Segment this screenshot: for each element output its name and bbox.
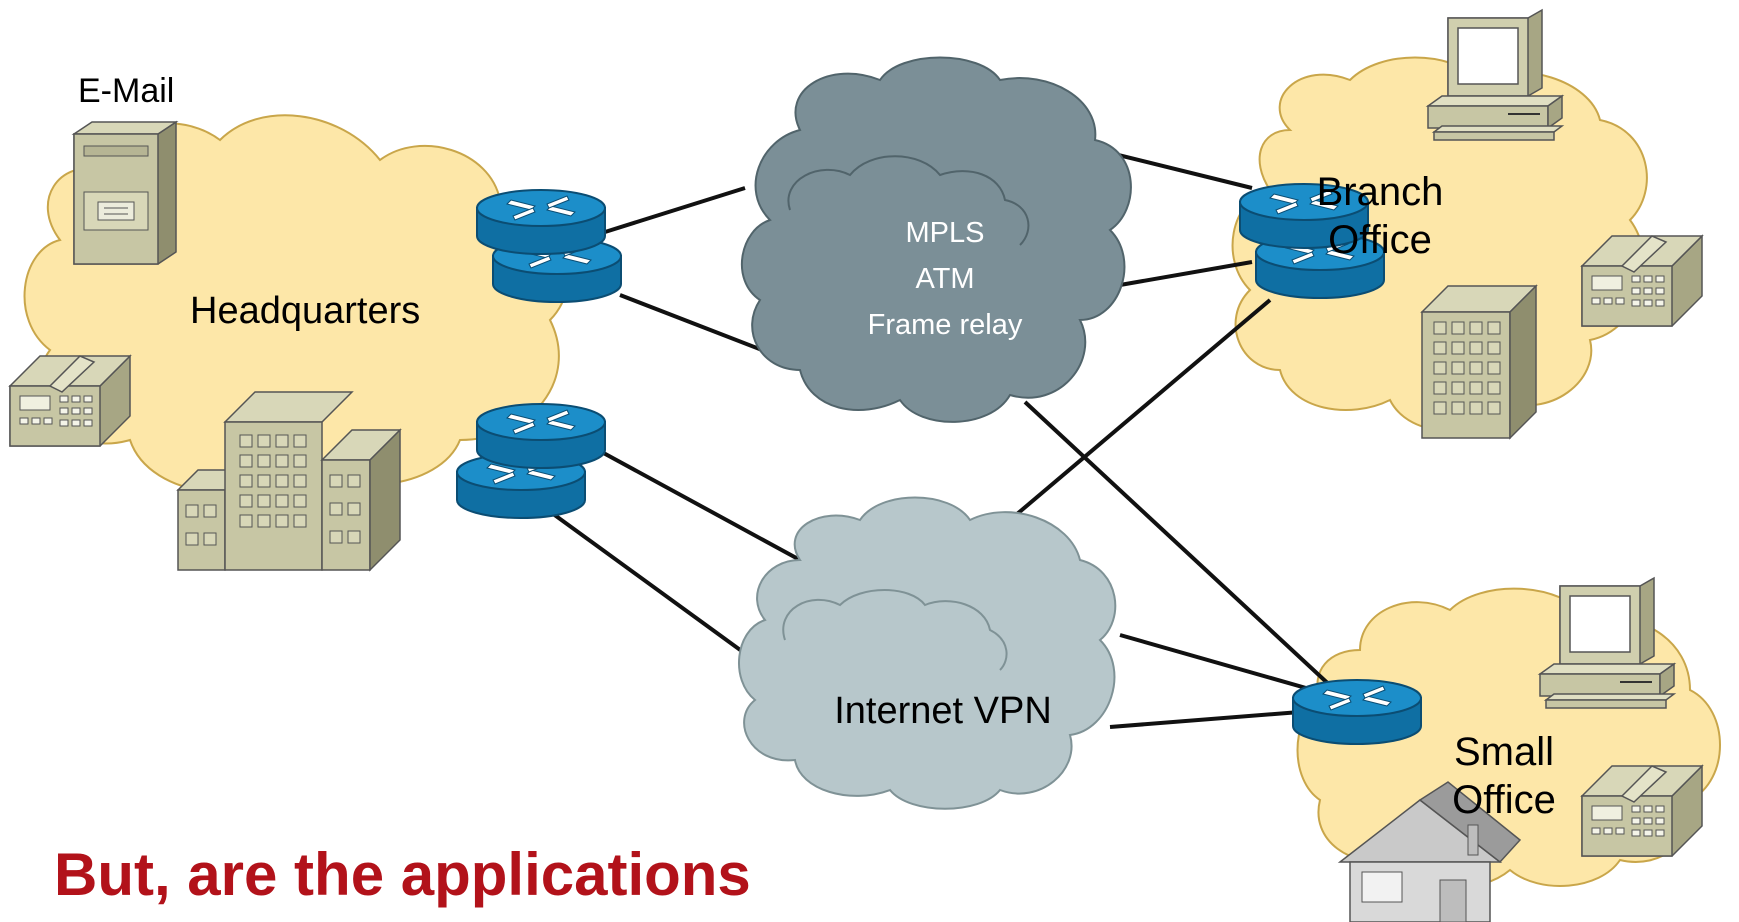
internet-vpn-label: Internet VPN — [834, 690, 1052, 732]
computer-icon — [1539, 577, 1675, 709]
branch-office-label: Branch Office — [1280, 168, 1480, 264]
branch-office-label-line1: Branch — [1316, 170, 1444, 214]
slide-headline: But, are the applications — [54, 841, 751, 908]
wan-label-frame-relay: Frame relay — [867, 309, 1023, 341]
small-office-label-line2: Office — [1452, 778, 1556, 822]
phone-icon — [9, 355, 131, 447]
wan-label-atm: ATM — [915, 263, 975, 295]
branch-office-label-line2: Office — [1328, 218, 1432, 262]
router-icon — [1292, 679, 1422, 745]
small-office-label: Small Office — [1404, 728, 1604, 824]
wan-label-mpls: MPLS — [905, 217, 985, 249]
internet-vpn-cloud — [738, 496, 1117, 810]
router-icon — [476, 403, 606, 469]
email-server-label: E-Mail — [78, 72, 175, 110]
house-icon — [1337, 781, 1522, 922]
router-icon — [476, 189, 606, 255]
links — [543, 148, 1337, 729]
server-icon — [71, 120, 179, 265]
phone-icon — [1581, 235, 1703, 327]
small-office-label-line1: Small — [1453, 730, 1555, 774]
building-icon — [1420, 284, 1538, 440]
building-icon — [176, 391, 402, 572]
headquarters-label: Headquarters — [190, 290, 421, 332]
wan-cloud — [741, 56, 1132, 423]
wan-cloud-label: MPLS ATM Frame relay — [825, 210, 1065, 348]
computer-icon — [1427, 9, 1563, 141]
